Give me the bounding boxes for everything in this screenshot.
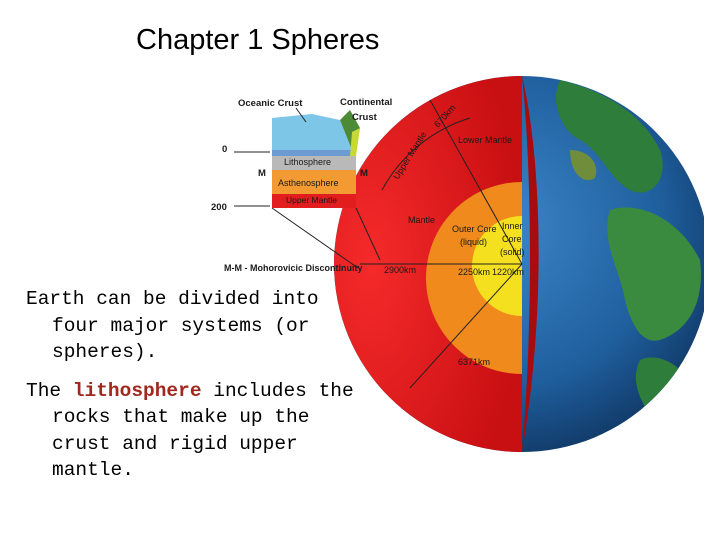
oceanic-crust-layer bbox=[272, 150, 356, 156]
label-2900km: 2900km bbox=[384, 265, 416, 275]
label-moho-left: M bbox=[258, 168, 266, 179]
label-continental-2: Crust bbox=[352, 112, 378, 123]
label-moho-right: M bbox=[360, 168, 368, 179]
label-inner-core-2: Core bbox=[502, 234, 522, 244]
earth-structure-diagram: Oceanic Crust Continental Crust 0 200 M … bbox=[196, 60, 704, 470]
slide-title: Chapter 1 Spheres bbox=[136, 24, 379, 57]
label-outer-core-1: Outer Core bbox=[452, 224, 497, 234]
label-1220km: 1220km bbox=[492, 267, 524, 277]
para2-prefix: The bbox=[26, 380, 73, 402]
ocean-water bbox=[272, 114, 352, 150]
label-6371km: 6371km bbox=[458, 357, 490, 367]
label-asthenosphere: Asthenosphere bbox=[278, 178, 339, 188]
label-inner-core-3: (solid) bbox=[500, 247, 525, 257]
globe bbox=[334, 76, 704, 452]
label-moho-caption: M-M - Mohorovicic Discontinuity bbox=[224, 263, 363, 273]
label-continental-1: Continental bbox=[340, 97, 392, 108]
label-outer-core-2: (liquid) bbox=[460, 237, 487, 247]
label-lower-mantle: Lower Mantle bbox=[458, 135, 512, 145]
label-lithosphere: Lithosphere bbox=[284, 157, 331, 167]
lithosphere-term: lithosphere bbox=[73, 380, 202, 402]
label-upper-mantle-inset: Upper Mantle bbox=[286, 195, 337, 205]
label-mantle: Mantle bbox=[408, 215, 435, 225]
label-depth-200: 200 bbox=[211, 202, 227, 213]
label-oceanic-crust: Oceanic Crust bbox=[238, 98, 303, 109]
label-inner-core-1: Inner bbox=[502, 221, 523, 231]
label-2250km: 2250km bbox=[458, 267, 490, 277]
label-depth-0: 0 bbox=[222, 144, 227, 155]
